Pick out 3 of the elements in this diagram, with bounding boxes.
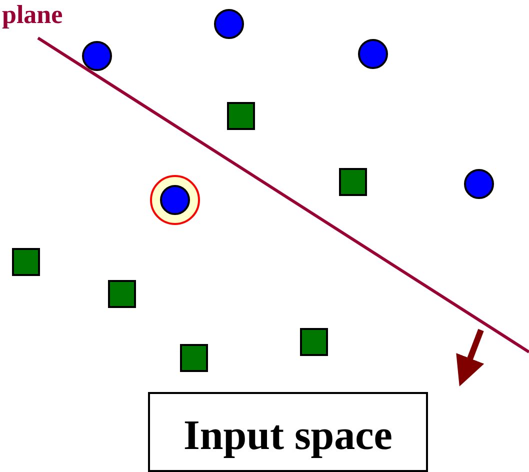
axis-label: plane xyxy=(2,0,63,30)
label-box xyxy=(148,392,428,472)
box-title: Input space xyxy=(182,412,394,460)
